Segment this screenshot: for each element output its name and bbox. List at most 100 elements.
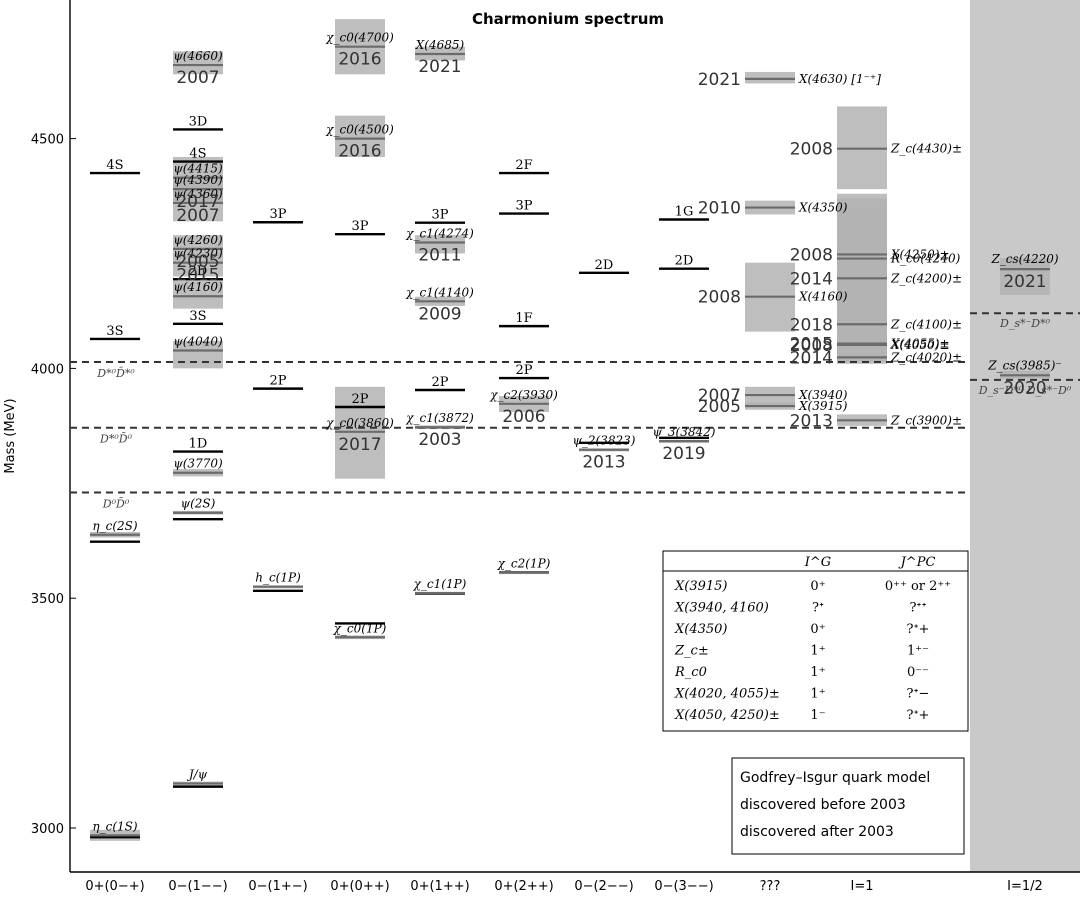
state-label: η_c(1S) xyxy=(92,819,137,833)
state-label: J/ψ xyxy=(186,767,208,781)
threshold-label: D_s⁻D*⁰ D_s*⁻D⁰ xyxy=(978,384,1072,397)
discovery-year: 2016 xyxy=(338,50,381,70)
state-label: ψ(4660) xyxy=(173,49,223,63)
discovery-year: 2003 xyxy=(418,430,461,450)
state-label: Z_c(4020)± xyxy=(890,350,962,364)
state-label: ψ(4360) xyxy=(173,187,223,201)
discovery-year: 2008 xyxy=(790,245,833,265)
discovery-year: 2021 xyxy=(698,70,741,90)
state-label: Z_c(4430)± xyxy=(890,142,962,156)
quark-model-label: 3S xyxy=(189,309,206,324)
state-label: Z_cs(3985)⁻ xyxy=(987,358,1061,372)
state-label: ψ(4160) xyxy=(173,280,223,294)
discovery-year: 2021 xyxy=(1003,272,1046,292)
state-band xyxy=(335,115,385,157)
table-cell-ig: 0⁺ xyxy=(810,579,825,594)
state-label: ψ(2S) xyxy=(181,497,216,511)
discovery-year: 2018 xyxy=(790,315,833,335)
state-label: X(4160) xyxy=(798,290,848,304)
discovery-year: 2007 xyxy=(698,386,741,406)
discovery-year: 2013 xyxy=(582,453,625,473)
quark-model-label: 3P xyxy=(515,199,532,214)
state-band xyxy=(415,235,465,254)
table-cell-state: X(3915) xyxy=(674,579,727,594)
quark-model-label: 2D xyxy=(595,258,614,273)
state-label: χ_c2(1P) xyxy=(497,556,551,570)
table-header: I^G xyxy=(804,555,831,570)
discovery-year: 2016 xyxy=(338,142,381,162)
chart-title: Charmonium spectrum xyxy=(472,10,664,28)
column-label: 0+(0−+) xyxy=(85,879,144,894)
state-band xyxy=(173,340,223,369)
state-label: h_c(1P) xyxy=(255,571,301,585)
quark-model-label: 3P xyxy=(431,208,448,223)
table-cell-ig: 1⁺ xyxy=(810,644,825,659)
discovery-year: 2006 xyxy=(502,407,545,427)
quark-model-label: 1D xyxy=(189,437,208,452)
legend-entry-quark-model: Godfrey–Isgur quark model xyxy=(740,770,930,786)
discovery-year: 2015 xyxy=(790,335,833,355)
column-label: I=1/2 xyxy=(1007,879,1043,894)
quark-model-label: 2D xyxy=(189,264,208,279)
quark-model-label: 1G xyxy=(675,204,694,219)
discovery-year: 2011 xyxy=(418,245,461,265)
state-label: X(4055)± xyxy=(890,337,950,351)
column-label: 0+(0++) xyxy=(330,879,389,894)
state-label: ψ(4260) xyxy=(173,233,223,247)
quark-model-label: 3P xyxy=(269,207,286,222)
state-label: X(3915) xyxy=(798,399,848,413)
quark-model-label: 3D xyxy=(189,114,208,129)
state-label: Z_c(4200)± xyxy=(890,271,962,285)
discovery-year: 2007 xyxy=(176,206,219,226)
table-cell-jpc: ?ᐩ+ xyxy=(907,708,930,723)
column-label: 0−(2−−) xyxy=(574,879,633,894)
state-label: ψ(4230) xyxy=(173,247,223,261)
state-label: χ_c1(3872) xyxy=(405,411,474,425)
discovery-year: 2008 xyxy=(698,288,741,308)
table-cell-state: Z_c± xyxy=(674,644,709,659)
discovery-year: 2009 xyxy=(418,304,461,324)
state-label: χ_c1(4140) xyxy=(405,285,474,299)
discovery-year: 2017 xyxy=(338,435,381,455)
state-label: χ_c0(1P) xyxy=(333,621,387,635)
discovery-year: 2008 xyxy=(790,336,833,356)
quark-model-label: 2P xyxy=(431,375,448,390)
quark-model-label: 3S xyxy=(106,324,123,339)
discovery-year: 2014 xyxy=(790,269,833,289)
quark-model-label: 2P xyxy=(269,374,286,389)
discovery-year: 2010 xyxy=(698,199,741,219)
state-label: Z_c(3900)± xyxy=(890,413,962,427)
threshold-label: D*⁰D̄*⁰ xyxy=(96,367,135,380)
table-cell-state: X(4350) xyxy=(674,622,727,637)
state-label: Z_cs(4220) xyxy=(990,252,1058,266)
threshold-label: D⁰D̄⁰ xyxy=(102,497,130,510)
table-cell-state: X(4020, 4055)± xyxy=(674,687,780,702)
threshold-label: D_s*⁻D*⁰ xyxy=(999,317,1051,330)
discovery-year: 2020 xyxy=(1003,378,1046,398)
table-cell-ig: 1⁻ xyxy=(810,708,825,723)
column-label: 0+(2++) xyxy=(494,879,553,894)
discovery-year: 2007 xyxy=(176,68,219,88)
quark-model-label: 2P xyxy=(515,363,532,378)
state-band xyxy=(745,71,795,84)
column-label: 0−(1−−) xyxy=(168,879,227,894)
state-label: Z_c(4100)± xyxy=(890,317,962,331)
state-band xyxy=(173,253,223,277)
state-band xyxy=(173,235,223,259)
state-label: χ_c1(1P) xyxy=(413,577,467,591)
state-label: χ_c0(4500) xyxy=(325,123,394,137)
state-label: X(4050)± xyxy=(890,338,950,352)
state-label: ψ(4390) xyxy=(173,173,223,187)
table-cell-ig: 1⁺ xyxy=(810,687,825,702)
state-label: ψ(3770) xyxy=(173,457,223,471)
table-cell-jpc: ?ᐩ+ xyxy=(907,622,930,637)
state-label: R_c0(4240) xyxy=(890,252,961,266)
y-tick-label: 4000 xyxy=(31,362,64,377)
state-label: X(3940) xyxy=(798,388,848,402)
state-label: χ_c2(3930) xyxy=(489,388,558,402)
y-tick-label: 3500 xyxy=(31,592,64,607)
state-label: X(4630) [1⁻⁺] xyxy=(798,72,881,86)
quark-model-label: 1F xyxy=(515,311,532,326)
state-label: χ_c0(4700) xyxy=(325,31,394,45)
